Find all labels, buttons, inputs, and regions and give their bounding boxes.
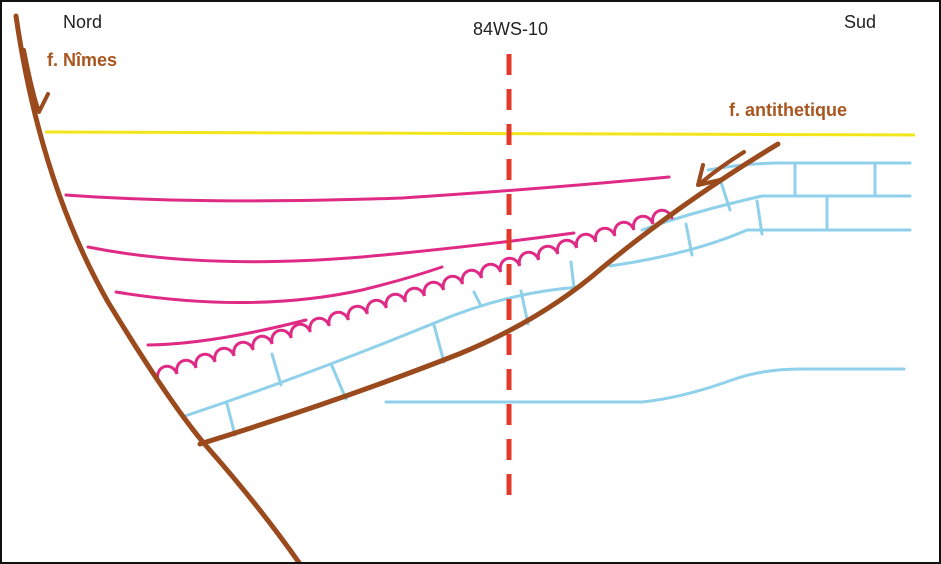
carbonate-lower-bed xyxy=(608,228,912,268)
carbonate-middle-bed xyxy=(640,194,912,232)
carbonate-tick xyxy=(755,199,764,236)
carbonate-tick xyxy=(330,364,348,401)
fault-nimes-arrowhead xyxy=(30,88,50,114)
carbonate-layers xyxy=(183,161,912,437)
reflector-line xyxy=(86,231,576,264)
fault-nimes-line xyxy=(13,13,302,562)
faults xyxy=(13,13,781,562)
fault-antithetique-arrowhead xyxy=(696,163,722,187)
label-sud: Sud xyxy=(844,12,876,32)
magenta-reflectors xyxy=(64,175,674,382)
carbonate-tick xyxy=(684,222,694,257)
fault-antithetique-line xyxy=(197,141,781,447)
reflector-line xyxy=(64,175,671,203)
label-well: 84WS-10 xyxy=(473,19,548,39)
unconformity-wavy-line xyxy=(156,208,674,382)
label-fault-nimes: f. Nîmes xyxy=(47,50,117,70)
label-fault-antithetique: f. antithetique xyxy=(729,100,847,120)
carbonate-tick xyxy=(718,177,732,212)
carbonate-tick xyxy=(569,260,576,290)
carbonate-deep-bed xyxy=(384,367,906,404)
carbonate-tick xyxy=(270,352,283,387)
label-nord: Nord xyxy=(63,12,102,32)
reflector-line xyxy=(114,265,444,304)
carbonate-tick xyxy=(432,323,446,364)
fault-antithetique-arrow-shaft xyxy=(700,150,746,184)
reflector-line xyxy=(146,318,308,347)
carbonate-tick xyxy=(225,402,237,437)
yellow-horizon-line xyxy=(44,130,916,137)
carbonate-hangingwall-bed xyxy=(183,285,582,418)
carbonate-tick xyxy=(472,290,482,306)
